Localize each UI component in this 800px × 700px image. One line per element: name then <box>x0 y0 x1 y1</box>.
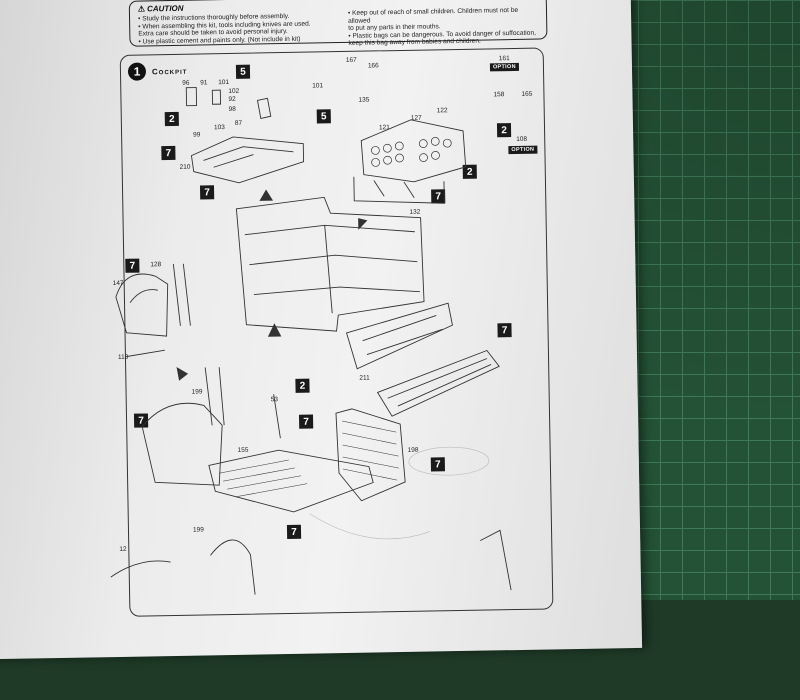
part-drawing <box>185 87 198 107</box>
instruction-sheet: ⚠CAUTION • Study the instructions thorou… <box>0 0 643 660</box>
cockpit-tub-part <box>190 136 305 184</box>
rear-panel-part <box>335 408 406 502</box>
cockpit-box <box>235 196 425 332</box>
seat-part <box>115 273 169 337</box>
cockpit-line-art <box>110 87 512 595</box>
